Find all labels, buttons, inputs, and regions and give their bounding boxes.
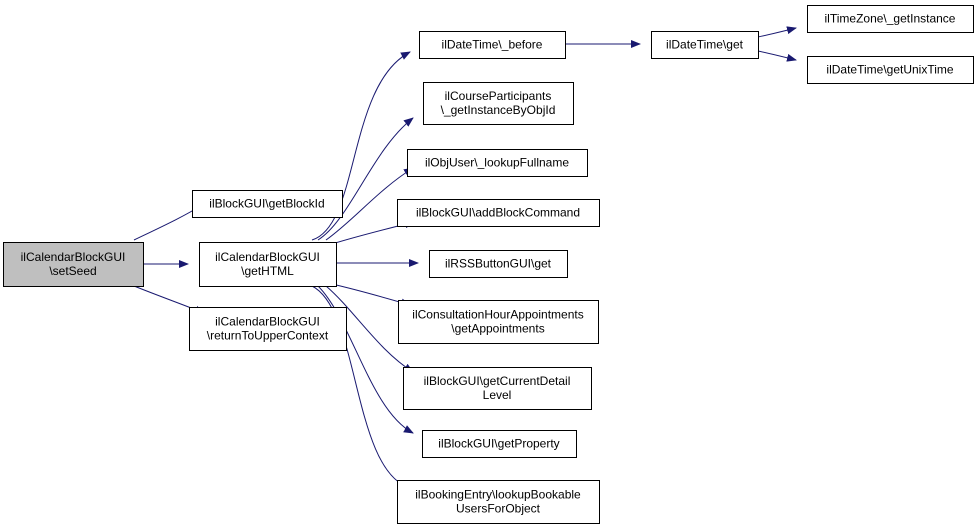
node-box-getBlockId[interactable] [192,190,343,218]
node-box-getHTML[interactable] [199,242,337,287]
node-box-getProperty[interactable] [422,430,577,458]
node-box-dateGet[interactable] [651,31,759,59]
edge-getHTML-lookupBookable [311,285,411,490]
edge-group-getHTML-getCurrentDetailLevel [325,285,414,373]
edge-group-getHTML-lookupFullname [325,167,414,241]
node-getBlockId[interactable]: ilBlockGUI\getBlockId [192,190,343,218]
edge-getHTML-before [311,51,411,241]
edge-group-getHTML-lookupBookable [311,285,411,490]
nodes-layer: ilCalendarBlockGUI\setSeedilBlockGUI\get… [3,5,974,524]
node-label-lookupFullname-0: ilObjUser\_lookupFullname [425,156,569,170]
node-label-getInstanceByObjId-0: ilCourseParticipants [445,89,552,103]
edge-group-setSeed-getBlockId [133,204,203,241]
node-label-getHTML-0: ilCalendarBlockGUI [215,250,320,264]
node-getInstanceByObjId[interactable]: ilCourseParticipants\_getInstanceByObjId [423,82,574,125]
node-label-setSeed-0: ilCalendarBlockGUI [21,250,126,264]
node-label-getAppointments-0: ilConsultationHourAppointments [412,308,583,322]
node-label-getHTML-1: \getHTML [241,264,294,278]
edge-group-getHTML-getInstanceByObjId [317,117,414,241]
edge-group-getHTML-before [311,51,411,241]
node-box-lookupBookable[interactable] [397,480,600,524]
edge-getHTML-lookupFullname [325,167,414,241]
node-label-getInstance-0: ilTimeZone\_getInstance [825,12,956,26]
node-label-getAppointments-1: \getAppointments [451,322,544,336]
node-label-rssGet-0: ilRSSButtonGUI\get [445,257,552,271]
node-lookupFullname[interactable]: ilObjUser\_lookupFullname [407,149,588,177]
node-setSeed: ilCalendarBlockGUI\setSeed [3,242,144,287]
node-label-lookupBookable-0: ilBookingEntry\lookupBookable [415,488,581,502]
edge-group-dateGet-getUnixTime [757,50,797,62]
node-box-getInstance[interactable] [807,5,974,33]
node-addBlockCommand[interactable]: ilBlockGUI\addBlockCommand [397,199,600,227]
node-box-getAppointments[interactable] [398,300,599,344]
node-box-addBlockCommand[interactable] [397,199,600,227]
node-dateGet[interactable]: ilDateTime\get [651,31,759,59]
node-box-before[interactable] [419,31,566,59]
node-getHTML[interactable]: ilCalendarBlockGUI\getHTML [199,242,337,287]
node-label-getUnixTime-0: ilDateTime\getUnixTime [826,63,953,77]
node-label-lookupBookable-1: UsersForObject [456,502,541,516]
node-lookupBookable[interactable]: ilBookingEntry\lookupBookableUsersForObj… [397,480,600,524]
node-label-getBlockId-0: ilBlockGUI\getBlockId [209,197,324,211]
edge-group-getHTML-getProperty [317,285,414,434]
node-label-setSeed-1: \setSeed [49,264,96,278]
node-getProperty[interactable]: ilBlockGUI\getProperty [422,430,577,458]
node-label-dateGet-0: ilDateTime\get [666,38,744,52]
node-label-getCurrentDetailLevel-0: ilBlockGUI\getCurrentDetail [424,374,571,388]
edge-getHTML-getInstanceByObjId [317,117,414,241]
edge-setSeed-getBlockId [133,204,203,241]
node-label-returnToUpperContext-0: ilCalendarBlockGUI [215,315,320,329]
edge-group-dateGet-getInstance [757,26,797,38]
node-before[interactable]: ilDateTime\_before [419,31,566,59]
edge-dateGet-getInstance [757,26,797,38]
node-box-getInstanceByObjId[interactable] [423,82,574,125]
node-box-getUnixTime[interactable] [807,56,974,84]
node-label-before-0: ilDateTime\_before [442,38,543,52]
edge-dateGet-getUnixTime [757,50,797,62]
node-label-getCurrentDetailLevel-1: Level [483,388,512,402]
node-label-returnToUpperContext-1: \returnToUpperContext [207,329,329,343]
node-getUnixTime[interactable]: ilDateTime\getUnixTime [807,56,974,84]
node-label-getInstanceByObjId-1: \_getInstanceByObjId [441,103,556,117]
node-box-rssGet[interactable] [429,250,568,278]
edges-layer [133,26,797,490]
edge-getHTML-getProperty [317,285,414,434]
node-box-returnToUpperContext[interactable] [189,307,347,351]
node-getInstance[interactable]: ilTimeZone\_getInstance [807,5,974,33]
node-box-lookupFullname[interactable] [407,149,588,177]
node-box-setSeed [3,242,144,287]
node-getAppointments[interactable]: ilConsultationHourAppointments\getAppoin… [398,300,599,344]
edge-getHTML-getCurrentDetailLevel [325,285,414,373]
node-label-addBlockCommand-0: ilBlockGUI\addBlockCommand [416,206,580,220]
node-label-getProperty-0: ilBlockGUI\getProperty [438,437,559,451]
node-returnToUpperContext[interactable]: ilCalendarBlockGUI\returnToUpperContext [189,307,347,351]
node-box-getCurrentDetailLevel[interactable] [403,367,592,410]
node-rssGet[interactable]: ilRSSButtonGUI\get [429,250,568,278]
